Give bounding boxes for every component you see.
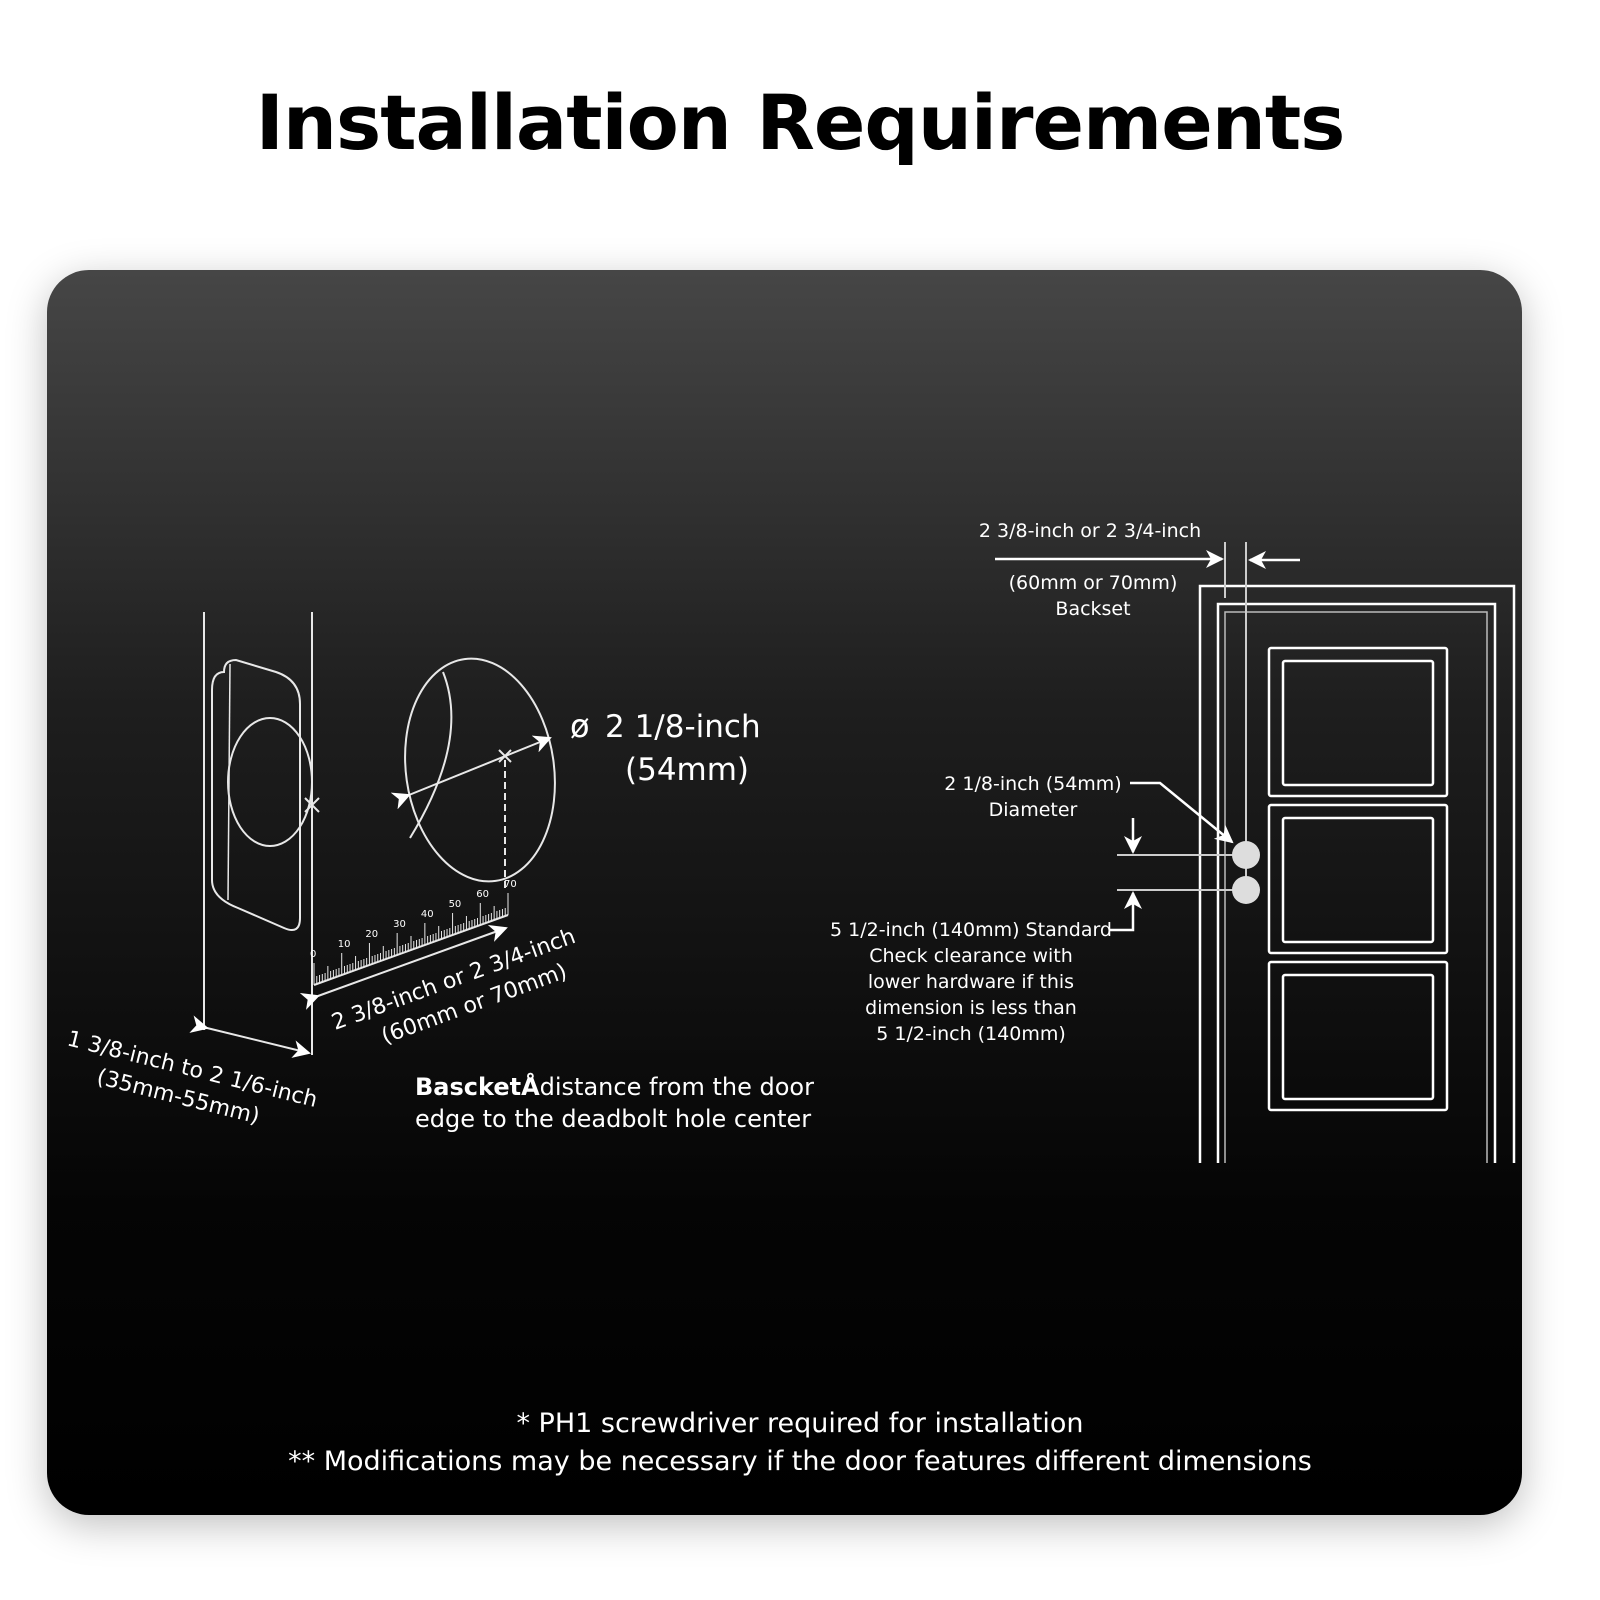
door-panel-bottom bbox=[1267, 960, 1449, 1112]
footnote-screwdriver: * PH1 screwdriver required for installat… bbox=[516, 1408, 1084, 1439]
diameter-symbol: ø bbox=[570, 707, 590, 745]
right-backset-mm: (60mm or 70mm) bbox=[1009, 572, 1178, 594]
edge-center-mark bbox=[304, 797, 320, 813]
right-backset-label: 2 3/8-inch or 2 3/4-inch bbox=[979, 520, 1201, 542]
lock-plate bbox=[211, 658, 301, 931]
clearance-line: 5 1/2-inch (140mm) Standard bbox=[830, 919, 1112, 941]
ruler-tick-label: 30 bbox=[393, 919, 406, 930]
lock-plate-ring bbox=[227, 717, 313, 847]
ruler-baseline bbox=[313, 914, 509, 986]
ruler-tick-label: 50 bbox=[449, 899, 462, 910]
lower-hole bbox=[1232, 876, 1260, 904]
backset-note-line2: edge to the deadbolt hole center bbox=[415, 1105, 811, 1133]
clearance-line: lower hardware if this bbox=[868, 971, 1074, 993]
diagram-card bbox=[47, 270, 1522, 1515]
backset-arrow bbox=[299, 924, 508, 1010]
door-front-diagram bbox=[995, 542, 1516, 1163]
ruler-tick-label: 70 bbox=[504, 879, 517, 890]
hole-diameter-label: 2 1/8-inch bbox=[605, 709, 761, 745]
deadbolt-hole bbox=[1232, 841, 1260, 869]
clearance-note: 5 1/2-inch (140mm) Standard Check cleara… bbox=[830, 919, 1112, 1045]
backset-note-line1: BascketÅdistance from the door bbox=[415, 1072, 814, 1101]
right-backset-name: Backset bbox=[1055, 598, 1130, 620]
diameter-arrow bbox=[390, 735, 552, 810]
spacing-arrow-bottom bbox=[1110, 891, 1142, 932]
backset-note-text: distance from the door bbox=[540, 1073, 814, 1101]
diameter-leader bbox=[1130, 781, 1234, 844]
door-edge-diagram: 0 10 20 30 40 50 60 70 bbox=[189, 612, 556, 1058]
ruler-tick-label: 20 bbox=[365, 929, 378, 940]
right-diameter-label: 2 1/8-inch (54mm) bbox=[944, 773, 1121, 795]
clearance-line: 5 1/2-inch (140mm) bbox=[876, 1023, 1066, 1045]
clearance-line: dimension is less than bbox=[865, 997, 1077, 1019]
ruler-tick-label: 40 bbox=[421, 909, 434, 920]
ruler-tick-label: 10 bbox=[338, 939, 351, 950]
bore-hole bbox=[404, 657, 556, 883]
ruler-tick-label: 60 bbox=[476, 889, 489, 900]
hole-center-mark bbox=[498, 749, 512, 763]
door-panel-top bbox=[1267, 646, 1449, 798]
door-frame bbox=[1198, 584, 1516, 1163]
right-diameter-name: Diameter bbox=[989, 799, 1078, 821]
thickness-arrow bbox=[189, 1015, 311, 1058]
hole-diameter-mm: (54mm) bbox=[625, 752, 749, 788]
door-slab bbox=[1216, 602, 1497, 1163]
page-title: Installation Requirements bbox=[255, 78, 1346, 167]
ruler: 0 10 20 30 40 50 60 70 bbox=[310, 879, 517, 986]
clearance-line: Check clearance with bbox=[869, 945, 1073, 967]
backset-note-bold: BascketÅ bbox=[415, 1072, 540, 1101]
footnote-modifications: ** Modifications may be necessary if the… bbox=[288, 1446, 1312, 1477]
door-panel-middle bbox=[1267, 803, 1449, 955]
ruler-tick-label: 0 bbox=[310, 949, 316, 960]
